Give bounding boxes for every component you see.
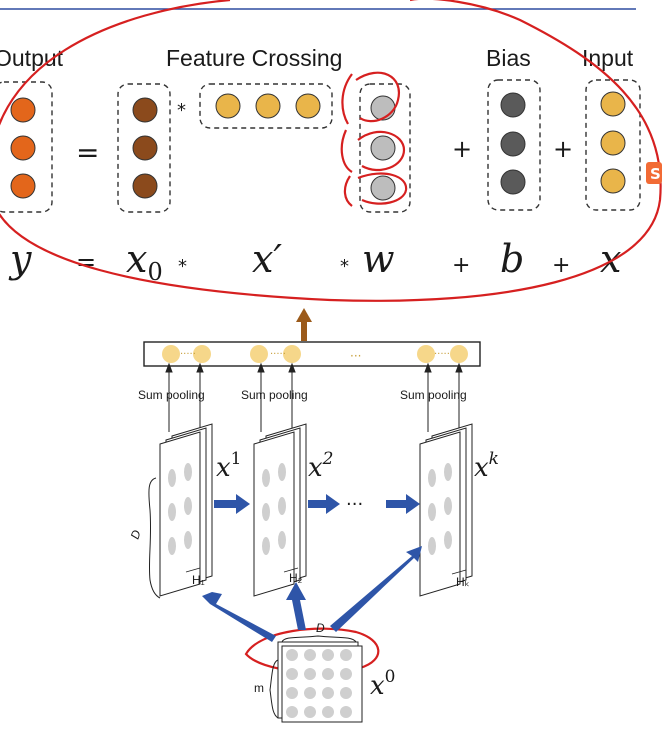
m-brace <box>269 659 279 719</box>
feature-row <box>199 83 333 129</box>
bias-node <box>500 92 526 118</box>
x0-label: x0 <box>370 667 396 701</box>
pooling-arrows <box>165 362 463 432</box>
eq-star-1: * <box>178 256 187 277</box>
d-side-label: D <box>128 528 144 541</box>
eq-x-prime: x′ <box>252 237 282 281</box>
sum-pooling-label-3: Sum pooling <box>400 388 467 402</box>
output-node <box>10 173 36 199</box>
layer-arrows <box>214 494 420 514</box>
feature-node <box>215 93 241 119</box>
bias-node <box>500 169 526 195</box>
d-top-label: D <box>316 621 325 635</box>
x0-arrows <box>202 546 422 642</box>
eq-x0: x0 <box>126 237 163 286</box>
bar-ellipsis: ··· <box>350 349 361 363</box>
weight-node <box>370 95 396 121</box>
eq-y: y <box>8 237 32 281</box>
input-node <box>600 130 626 156</box>
bar-dot <box>450 345 468 363</box>
annotation-marks <box>0 0 662 674</box>
eq-x: x <box>600 237 621 281</box>
bar-dot <box>193 345 211 363</box>
output-node <box>10 97 36 123</box>
up-arrow <box>296 308 312 341</box>
x0-node <box>132 135 158 161</box>
sum-pooling-label-2: Sum pooling <box>241 388 308 402</box>
pooled-output-bar: ··· ····· ····· ····· <box>143 341 481 367</box>
eq-plus-1: + <box>452 253 470 278</box>
output-node <box>10 135 36 161</box>
bar-dot <box>283 345 301 363</box>
x0-grid-dots <box>286 649 352 718</box>
bar-dot <box>162 345 180 363</box>
sum-pooling-label-1: Sum pooling <box>138 388 205 402</box>
eq-w: w <box>362 237 395 281</box>
header-feature-crossing: Feature Crossing <box>166 45 342 71</box>
header-input: Input <box>582 45 634 71</box>
svg-text:·····: ····· <box>180 349 196 360</box>
svg-text:·····: ····· <box>434 349 450 360</box>
input-column <box>585 79 641 211</box>
annotation-bracket-2 <box>340 129 406 173</box>
annotation-ellipse <box>0 0 662 302</box>
input-node <box>600 91 626 117</box>
eq-star-2: * <box>340 256 349 277</box>
x0-column <box>117 83 171 213</box>
h2-label: H₂ <box>289 571 303 585</box>
d-top-brace <box>281 635 357 643</box>
bias-node <box>500 131 526 157</box>
h1-label: H₁ <box>192 573 205 587</box>
d-side-brace <box>148 477 161 599</box>
annotation-bracket-3 <box>343 172 408 207</box>
x0-node <box>132 173 158 199</box>
layer-1-label: x1 <box>216 449 242 483</box>
feature-node <box>255 93 281 119</box>
svg-text:·····: ····· <box>270 349 286 360</box>
feature-map-dots-k <box>428 463 452 555</box>
svg-text:S: S <box>650 165 661 183</box>
bias-column <box>487 79 541 211</box>
equals-sign: = <box>76 136 99 169</box>
eq-equals: = <box>76 248 96 276</box>
weight-node <box>370 135 396 161</box>
plus-sign-2: + <box>553 135 573 163</box>
eq-plus-2: + <box>552 253 570 278</box>
multiply-star: * <box>177 100 186 121</box>
input-node <box>600 168 626 194</box>
layer-2-label: x2 <box>308 449 334 483</box>
annotation-bracket-1 <box>341 71 401 125</box>
side-badge: S <box>646 162 662 184</box>
feature-map-dots-2 <box>262 463 286 555</box>
feature-node <box>295 93 321 119</box>
hk-label: Hₖ <box>456 575 470 589</box>
weight-column <box>359 83 411 213</box>
output-column <box>0 81 53 213</box>
equation: y = x0 * x′ * w + b + x <box>8 237 621 286</box>
bar-dot <box>417 345 435 363</box>
weight-node <box>370 175 396 201</box>
x0-node <box>132 97 158 123</box>
layer-k-label: xk <box>474 449 499 483</box>
layer-ellipsis: ··· <box>346 494 363 515</box>
eq-b: b <box>500 237 524 281</box>
bar-dot <box>250 345 268 363</box>
header-bias: Bias <box>486 45 531 71</box>
feature-map-dots-1 <box>168 463 192 555</box>
m-label: m <box>254 681 264 695</box>
plus-sign-1: + <box>452 135 472 163</box>
